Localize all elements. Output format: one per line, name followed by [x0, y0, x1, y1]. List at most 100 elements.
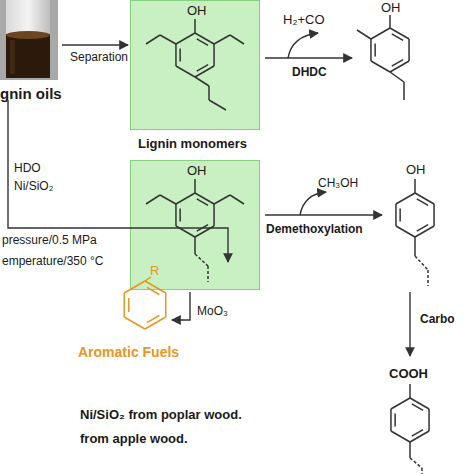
- reaction-label: HDO: [14, 162, 41, 175]
- reaction-label: Demethoxylation: [266, 223, 363, 236]
- release-arrow: [300, 192, 326, 215]
- bond-line: [389, 15, 391, 28]
- bond-line: [412, 404, 423, 411]
- bond-line: [396, 193, 415, 204]
- bond-line: [195, 254, 208, 266]
- bond-line: [145, 317, 166, 329]
- group-label: Lignin monomers: [138, 137, 247, 151]
- bond-line: [410, 458, 422, 468]
- bond-line: [160, 195, 176, 204]
- bond-line: [357, 30, 371, 39]
- bond-line: [147, 315, 159, 322]
- bond-line: [417, 199, 428, 206]
- bond-line: [179, 208, 181, 221]
- atom-label: OH: [187, 164, 207, 178]
- bond-line: [399, 208, 401, 221]
- bond-line: [175, 204, 177, 226]
- bond-line: [194, 179, 196, 193]
- bond-line: [391, 431, 410, 442]
- bond-line: [374, 43, 376, 56]
- bond-line: [370, 39, 372, 61]
- separation-arrow: [62, 44, 128, 45]
- bond-line: [145, 281, 166, 293]
- bond-line: [371, 61, 390, 72]
- bond-line: [390, 72, 404, 82]
- bond-line: [176, 226, 195, 237]
- atom-label: COOH: [389, 367, 428, 381]
- bond-line: [124, 317, 145, 329]
- bond-line: [209, 100, 226, 110]
- bond-line: [390, 409, 392, 431]
- bond-line: [414, 237, 416, 256]
- step-label: Separation: [70, 51, 128, 64]
- bond-line: [195, 33, 214, 44]
- bond-line: [391, 398, 410, 409]
- bond-line: [415, 226, 434, 237]
- bond-line: [214, 35, 230, 44]
- bond-line: [146, 35, 160, 44]
- catalyst-label: MoO₃: [197, 305, 228, 318]
- bond-line: [195, 226, 214, 237]
- bond-line: [208, 86, 210, 100]
- bond-line: [409, 442, 411, 458]
- bond-line: [414, 179, 416, 193]
- bond-line: [124, 281, 145, 293]
- bond-line: [213, 204, 215, 226]
- atom-label: OH: [406, 163, 426, 177]
- carbo-arrow: [409, 292, 410, 356]
- condition-label: pressure/0.5 MPa: [2, 234, 97, 247]
- bond-line: [176, 193, 195, 204]
- bond-line: [415, 256, 428, 270]
- bond-line: [412, 430, 423, 437]
- bond-line: [197, 199, 208, 206]
- bond-line: [146, 195, 160, 204]
- bond-line: [128, 298, 130, 312]
- bond-line: [427, 270, 429, 286]
- bond-line: [195, 66, 214, 77]
- bond-line: [415, 193, 434, 204]
- bond-line: [421, 468, 423, 474]
- bond-line: [409, 384, 411, 398]
- bond-line: [179, 48, 181, 61]
- bond-line: [197, 225, 208, 232]
- bond-line: [147, 287, 159, 294]
- bond-line: [394, 413, 396, 426]
- bond-line: [176, 33, 195, 44]
- bond-line: [390, 28, 409, 39]
- bond-line: [408, 39, 410, 61]
- bond-line: [197, 39, 208, 46]
- atom-label: OH: [187, 4, 207, 18]
- product-label: Aromatic Fuels: [78, 345, 179, 360]
- bond-line: [123, 293, 125, 317]
- bond-line: [195, 193, 214, 204]
- bond-line: [207, 266, 209, 282]
- bond-line: [392, 34, 403, 41]
- reaction-label: Carbo: [420, 313, 455, 326]
- release-arrow: [288, 33, 318, 58]
- bond-line: [230, 195, 244, 204]
- bond-line: [395, 204, 397, 226]
- bond-line: [390, 61, 409, 72]
- bond-line: [230, 35, 244, 44]
- reaction-label: DHDC: [292, 66, 327, 79]
- atom-label: OH: [381, 1, 401, 15]
- bond-line: [410, 431, 429, 442]
- bond-line: [176, 66, 195, 77]
- substituent-label: R: [150, 264, 159, 278]
- vial-photo: [0, 0, 58, 80]
- demethoxylation-arrow: [265, 214, 382, 215]
- bond-line: [194, 237, 196, 254]
- bond-line: [160, 35, 176, 44]
- bond-line: [214, 195, 230, 204]
- byproduct-label: CH₃OH: [318, 177, 358, 190]
- product-label: gnin oils: [0, 86, 62, 103]
- bond-line: [410, 398, 429, 409]
- moo3-arrow: [172, 292, 190, 320]
- molecule-drawings: [124, 15, 434, 474]
- catalyst-label: Ni/SiO₂: [14, 180, 53, 193]
- byproduct-label: H₂+CO: [283, 13, 325, 27]
- bond-line: [371, 28, 390, 39]
- bond-line: [175, 44, 177, 66]
- bond-line: [428, 409, 430, 431]
